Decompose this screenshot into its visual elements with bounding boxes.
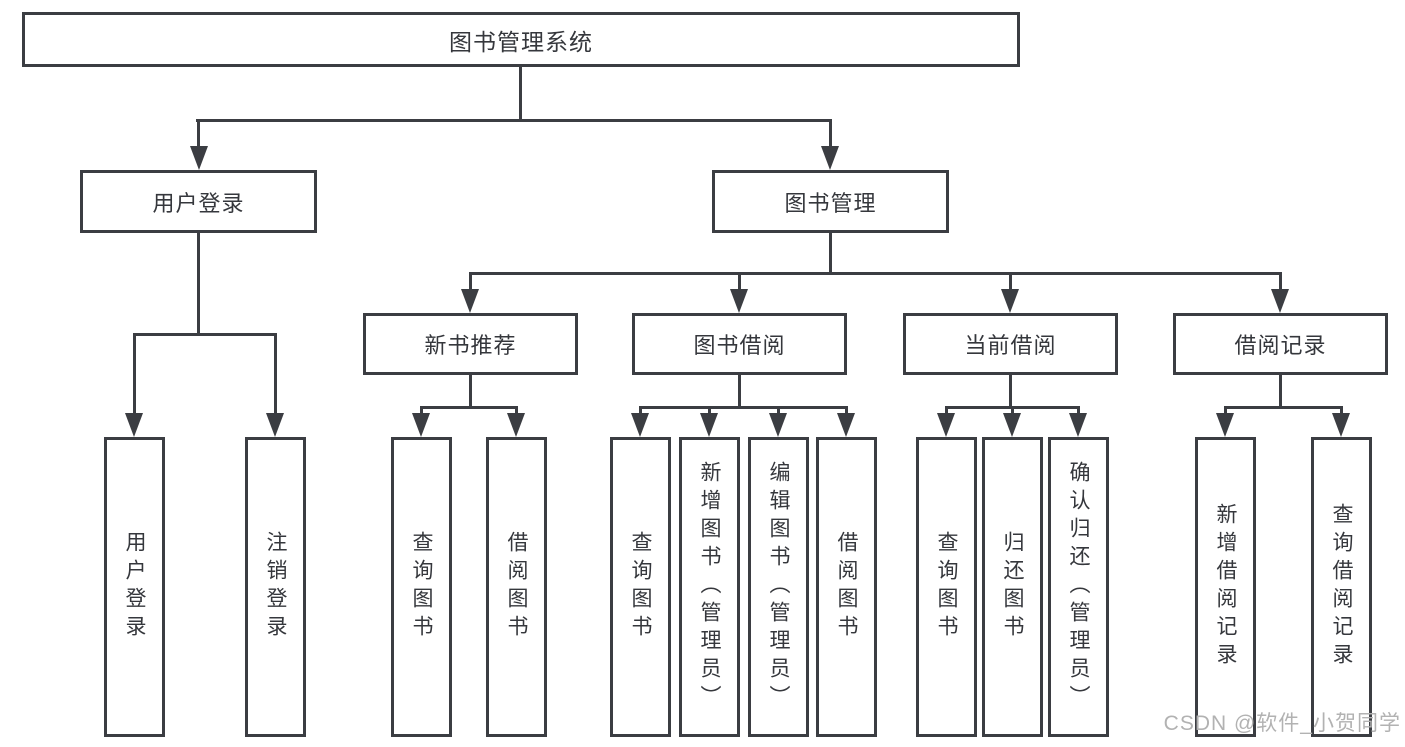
arrowhead-down-leaf (1003, 413, 1021, 437)
connector-group2-bar (420, 406, 518, 409)
csdn-watermark: CSDN @软件_小贺同学 (1163, 712, 1401, 735)
connector-book-mgmt-down (829, 233, 832, 274)
node-borrow-records: 借阅记录 (1173, 313, 1388, 375)
connector-level3-stem (1279, 272, 1282, 292)
node-book-management: 图书管理 (712, 170, 949, 233)
leaf-label: 编辑图书（管理员） (767, 461, 790, 713)
connector-group5-bar (1224, 406, 1343, 409)
arrowhead-down-leaf (1216, 413, 1234, 437)
connector-user-login-down (197, 233, 200, 335)
node-label: 当前借阅 (964, 333, 1057, 358)
leaf-borrow-query-book: 查询图书 (610, 437, 671, 737)
leaf-current-return-book: 归还图书 (982, 437, 1043, 737)
connector-level3-stem (469, 272, 472, 292)
arrowhead-down-borrow-records (1271, 289, 1289, 313)
connector-records-down (1279, 375, 1282, 409)
connector-leaf-stem (420, 406, 423, 416)
leaf-label: 查询借阅记录 (1330, 503, 1353, 671)
leaf-logout: 注销登录 (245, 437, 306, 737)
node-book-borrow: 图书借阅 (632, 313, 847, 375)
connector-root-stem (519, 65, 522, 120)
arrowhead-down-leaf (412, 413, 430, 437)
leaf-rec-borrow-book: 借阅图书 (486, 437, 547, 737)
leaf-current-confirm-return-admin: 确认归还（管理员） (1048, 437, 1109, 737)
connector-leaf-stem (133, 333, 136, 414)
arrowhead-down-leaf (125, 413, 143, 437)
leaf-current-query-book: 查询图书 (916, 437, 977, 737)
node-label: 用户登录 (152, 190, 245, 216)
arrowhead-down-leaf (1069, 413, 1087, 437)
arrowhead-down-user-login (190, 146, 208, 170)
leaf-label: 查询图书 (935, 531, 958, 643)
arrowhead-down-book-borrow (730, 289, 748, 313)
arrowhead-down-book-mgmt (821, 146, 839, 170)
leaf-label: 用户登录 (123, 531, 146, 643)
node-library-management-system: 图书管理系统 (22, 12, 1020, 67)
connector-leaf-stem (845, 406, 848, 416)
arrowhead-down-leaf (937, 413, 955, 437)
leaf-label: 借阅图书 (505, 531, 528, 643)
node-current-borrow: 当前借阅 (903, 313, 1118, 375)
node-label: 图书管理 (784, 190, 877, 216)
connector-group1-bar (133, 333, 277, 336)
leaf-label: 借阅图书 (835, 531, 858, 643)
connector-current-down (1009, 375, 1012, 409)
connector-book-mgmt-stem (829, 119, 832, 149)
leaf-records-query-record: 查询借阅记录 (1311, 437, 1372, 737)
connector-rec-down (469, 375, 472, 409)
connector-group3-bar (639, 406, 847, 409)
arrowhead-down-leaf (507, 413, 525, 437)
node-label: 借阅记录 (1234, 333, 1327, 358)
arrowhead-down-leaf (631, 413, 649, 437)
connector-level3-stem (738, 272, 741, 292)
connector-user-login-stem (197, 119, 200, 149)
node-label: 图书借阅 (693, 333, 786, 358)
leaf-label: 查询图书 (410, 531, 433, 643)
leaf-label: 注销登录 (264, 531, 287, 643)
node-label: 图书管理系统 (449, 28, 593, 55)
arrowhead-down-leaf (700, 413, 718, 437)
leaf-borrow-borrow-book: 借阅图书 (816, 437, 877, 737)
leaf-label: 查询图书 (629, 531, 652, 643)
arrowhead-down-current-borrow (1001, 289, 1019, 313)
connector-leaf-stem (1224, 406, 1227, 416)
leaf-label: 归还图书 (1001, 531, 1024, 643)
node-user-login: 用户登录 (80, 170, 317, 233)
leaf-user-login: 用户登录 (104, 437, 165, 737)
arrowhead-down-leaf (769, 413, 787, 437)
connector-leaf-stem (1340, 406, 1343, 416)
connector-leaf-stem (1011, 406, 1014, 416)
connector-borrow-down (738, 375, 741, 409)
connector-leaf-stem (777, 406, 780, 416)
connector-level3-bar (469, 272, 1282, 275)
connector-level2-bar (196, 119, 832, 122)
node-new-book-recommend: 新书推荐 (363, 313, 578, 375)
connector-level3-stem (1009, 272, 1012, 292)
node-label: 新书推荐 (424, 333, 517, 358)
leaf-borrow-edit-book-admin: 编辑图书（管理员） (748, 437, 809, 737)
connector-leaf-stem (639, 406, 642, 416)
arrowhead-down-leaf (1332, 413, 1350, 437)
leaf-records-add-record: 新增借阅记录 (1195, 437, 1256, 737)
leaf-rec-query-book: 查询图书 (391, 437, 452, 737)
arrowhead-down-new-book (461, 289, 479, 313)
leaf-borrow-add-book-admin: 新增图书（管理员） (679, 437, 740, 737)
connector-leaf-stem (1077, 406, 1080, 416)
leaf-label: 新增图书（管理员） (698, 461, 721, 713)
arrowhead-down-leaf (266, 413, 284, 437)
leaf-label: 新增借阅记录 (1214, 503, 1237, 671)
connector-leaf-stem (945, 406, 948, 416)
connector-leaf-stem (515, 406, 518, 416)
arrowhead-down-leaf (837, 413, 855, 437)
connector-leaf-stem (708, 406, 711, 416)
connector-leaf-stem (274, 333, 277, 414)
leaf-label: 确认归还（管理员） (1067, 461, 1090, 713)
